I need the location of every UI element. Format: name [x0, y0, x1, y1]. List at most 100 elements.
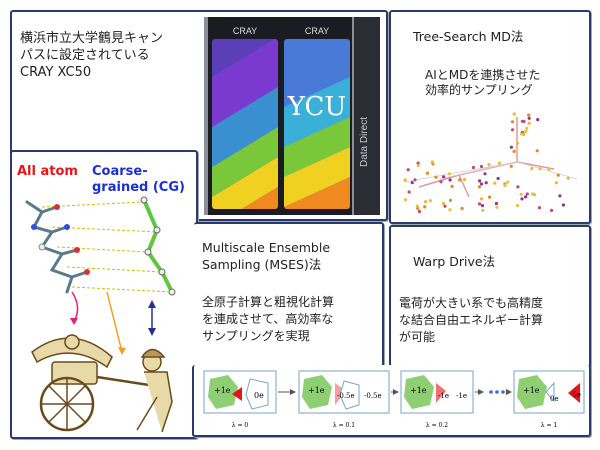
- warp-s3-left: +1e: [410, 386, 427, 395]
- ycu-logo: YCU: [287, 92, 347, 122]
- tree-node: [509, 145, 513, 149]
- tree-node: [509, 164, 513, 168]
- tree-node: [497, 161, 501, 165]
- tree-node: [447, 172, 451, 176]
- tree-node: [484, 181, 488, 185]
- tree-node: [413, 178, 417, 182]
- mses-title-line-1: Multiscale Ensemble: [202, 240, 331, 255]
- cabinet-label-2: CRAY: [305, 26, 329, 36]
- tree-node: [516, 185, 520, 189]
- tree-node: [519, 192, 523, 196]
- warp-s2-mid: -0.5e: [337, 392, 355, 400]
- warp-state-3: +1e -1e -1e λ = 0.2: [400, 370, 474, 429]
- tree-node: [556, 173, 560, 177]
- warp-drive-text-panel: Warp Drive法 電荷が大きい系でも高精度 な結合自由エネルギー計算 が可…: [389, 225, 591, 369]
- tree-node: [462, 177, 467, 182]
- tree-node: [525, 126, 529, 130]
- tree-node: [448, 208, 452, 212]
- tree-node: [441, 201, 446, 206]
- tree-node: [511, 128, 515, 132]
- tree-node: [530, 167, 534, 171]
- tree-node: [442, 175, 446, 179]
- tree-desc-line-2: 効率的サンプリング: [425, 83, 533, 97]
- warp-s1-left: +1e: [214, 386, 231, 395]
- cg-label-line-2: grained (CG): [92, 180, 185, 195]
- mses-desc-line-3: サンプリングを実現: [202, 329, 310, 343]
- warp-s3-lambda: λ = 0.2: [426, 422, 448, 429]
- caption-line-3: CRAY XC50: [20, 65, 92, 80]
- warp-s2-lambda: λ = 0.1: [333, 422, 355, 429]
- warp-s4-left: +1e: [523, 386, 540, 395]
- warp-states: +1e 0e λ = 0 +1e -0.5e -0.5e λ = 0.1 +1e…: [203, 370, 585, 429]
- mses-image-panel: All atom Coarse- grained (CG): [10, 150, 198, 439]
- tree-node: [430, 160, 434, 164]
- tree-node: [494, 201, 498, 206]
- tree-node: [496, 176, 500, 181]
- tree-node: [477, 185, 481, 189]
- tree-node: [460, 206, 464, 211]
- tree-node: [458, 178, 462, 182]
- tree-node: [477, 202, 482, 206]
- warp-s4-lambda: λ = 1: [541, 422, 557, 429]
- tree-node: [531, 192, 535, 196]
- tree-node: [403, 178, 407, 182]
- tree-node: [487, 163, 491, 167]
- tree-node: [558, 194, 562, 198]
- tree-search-title: Tree-Search MD法: [413, 29, 524, 44]
- tree-desc-line-1: AIとMDを連携させた: [425, 68, 541, 82]
- warp-s4-right: -5e: [570, 391, 581, 399]
- tree-node: [520, 132, 524, 136]
- tree-node: [443, 204, 447, 208]
- mses-title: Multiscale Ensemble Sampling (MSES)法: [202, 239, 330, 273]
- all-atom-label: All atom: [17, 164, 78, 179]
- data-direct-label: Data Direct: [359, 117, 370, 167]
- cray-photo: CRAY CRAY YCU Data Direct: [204, 17, 380, 215]
- tree-node: [423, 200, 428, 204]
- tree-node: [415, 204, 419, 208]
- tree-node: [506, 180, 510, 184]
- tree-node: [416, 163, 420, 167]
- warp-state-4: +1e 0e -5e λ = 1: [513, 370, 585, 429]
- tree-node: [480, 204, 485, 208]
- tree-node: [495, 205, 499, 209]
- tree-node: [407, 190, 411, 194]
- tree-node: [527, 116, 531, 120]
- tree-node: [434, 175, 438, 179]
- tree-node: [425, 171, 429, 175]
- warp-desc-line-2: な結合自由エネルギー計算: [399, 313, 544, 327]
- tree-node: [538, 167, 542, 171]
- tree-node: [406, 168, 410, 172]
- warp-s3-right: -1e: [438, 392, 449, 400]
- cabinet-label-1: CRAY: [233, 26, 257, 36]
- warp-strip-panel: +1e 0e λ = 0 +1e -0.5e -0.5e λ = 0.1 +1e…: [192, 365, 591, 437]
- tree-node: [450, 184, 454, 188]
- tree-node: [510, 120, 515, 124]
- mses-desc-line-1: 全原子計算と粗視化計算: [202, 295, 335, 309]
- mses-desc-line-2: を連成させて、高効率な: [202, 312, 334, 326]
- mses-title-line-2: Sampling (MSES)法: [202, 257, 322, 272]
- warp-s1-right: 0e: [254, 391, 264, 400]
- tree-node: [416, 161, 420, 165]
- tree-node: [428, 199, 432, 203]
- tree-node: [479, 182, 484, 186]
- cray-caption: 横浜市立大学鶴見キャン パスに設定されている CRAY XC50: [20, 30, 163, 81]
- warp-s2-right: -0.5e: [364, 392, 382, 400]
- tree-search-desc: AIとMDを連携させた 効率的サンプリング: [425, 68, 540, 98]
- tree-node: [524, 129, 528, 134]
- tree-node: [403, 198, 408, 202]
- tree-node: [439, 180, 443, 184]
- tree-node: [471, 165, 475, 170]
- tree-node: [417, 209, 421, 214]
- cray-panel: 横浜市立大学鶴見キャン パスに設定されている CRAY XC50 CRAY C: [10, 10, 388, 221]
- tree-search-panel: Tree-Search MD法 AIとMDを連携させた 効率的サンプリング: [389, 10, 591, 224]
- tree-node: [515, 141, 520, 145]
- tree-node: [479, 164, 484, 169]
- tree-node: [483, 172, 487, 176]
- tree-node: [550, 208, 554, 212]
- tree-node: [516, 203, 520, 208]
- caption-line-2: パスに設定されている: [20, 48, 150, 63]
- tree-node: [478, 179, 482, 183]
- tree-node: [512, 149, 516, 153]
- tree-node: [520, 197, 524, 201]
- warp-title: Warp Drive法: [413, 254, 496, 269]
